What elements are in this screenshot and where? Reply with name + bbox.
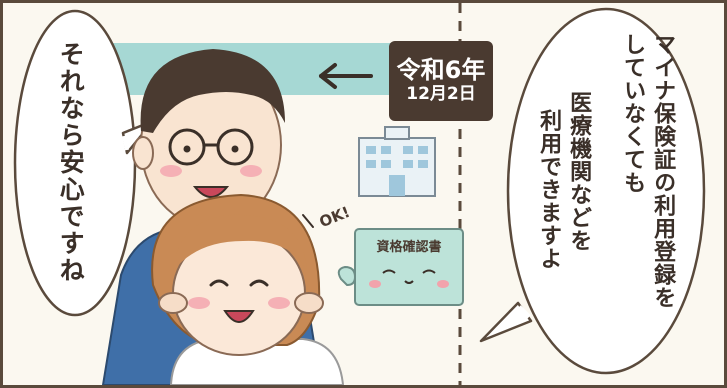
speech-right-line-4: 利用できますよ bbox=[536, 109, 562, 270]
speech-right-line-2: していなくても bbox=[620, 33, 646, 194]
arrow-left-icon bbox=[319, 63, 373, 89]
speech-bubble-right bbox=[506, 7, 706, 375]
date-badge: 令和6年 12月2日 bbox=[389, 41, 493, 121]
date-day: 12月2日 bbox=[406, 84, 476, 105]
comic-illustration bbox=[13, 3, 706, 385]
card-title: 資格確認書 bbox=[376, 240, 442, 255]
qualification-card bbox=[354, 228, 464, 306]
speech-right-line-3: 医療機関などを bbox=[566, 91, 592, 252]
date-era: 令和6年 bbox=[396, 55, 486, 84]
woman-figure bbox=[151, 193, 345, 385]
speech-left-text: それなら安心ですね bbox=[56, 41, 86, 284]
speech-right-line-1: マイナ保険証の利用登録を bbox=[650, 33, 676, 309]
hospital-building-icon bbox=[358, 126, 436, 197]
